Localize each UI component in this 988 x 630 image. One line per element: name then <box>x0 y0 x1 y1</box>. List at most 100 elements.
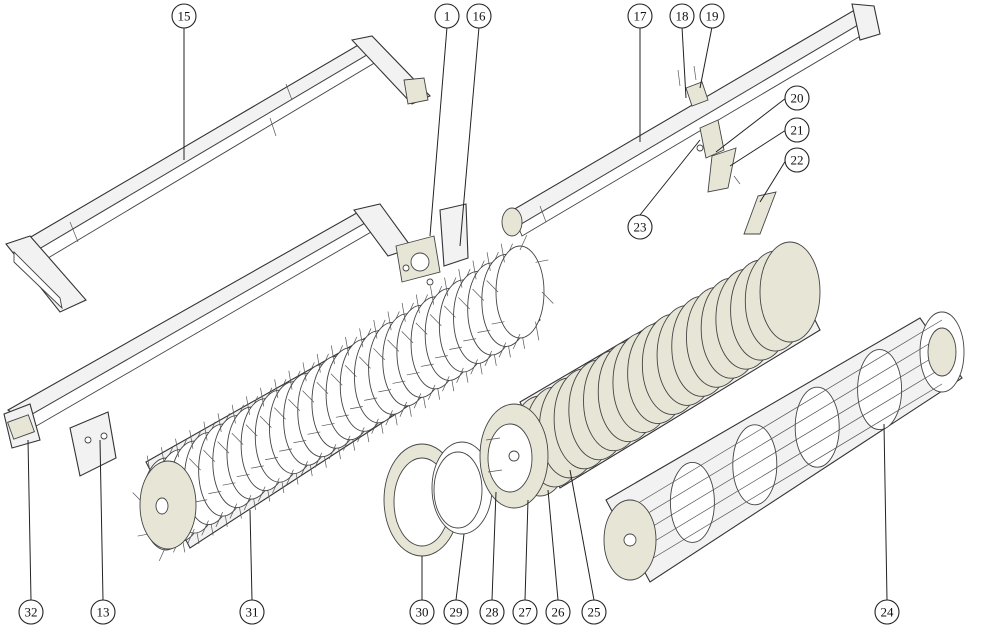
spike-tooth <box>358 356 371 369</box>
frame-32 <box>3 203 469 477</box>
svg-text:32: 32 <box>25 605 38 620</box>
spike-tooth <box>486 252 491 271</box>
spike-tooth <box>288 370 293 390</box>
spike-tooth <box>345 336 350 356</box>
callout-27: 27 <box>512 599 538 625</box>
spike-tooth <box>458 297 470 310</box>
callout-32: 32 <box>18 599 44 625</box>
svg-text:21: 21 <box>791 123 804 138</box>
spike-tooth <box>500 243 505 263</box>
spike-tooth <box>373 348 385 361</box>
spike-tooth <box>203 449 216 462</box>
spike-tooth <box>406 372 420 376</box>
spike-tooth <box>387 311 392 331</box>
spike-tooth <box>415 294 420 314</box>
spike-tooth <box>486 280 499 293</box>
spike-tooth <box>274 407 286 420</box>
spike-tooth <box>229 503 238 519</box>
leader-lines <box>27 26 888 601</box>
tube-17 <box>501 3 881 237</box>
spike-tooth <box>343 435 351 451</box>
spike-tooth <box>217 441 230 454</box>
spike-tooth <box>442 376 450 392</box>
callout-16: 16 <box>466 3 492 29</box>
callout-13: 13 <box>90 599 116 625</box>
spike-tooth <box>427 384 436 400</box>
spike-tooth <box>175 438 180 458</box>
spike-tooth <box>535 321 540 341</box>
roller-ring <box>759 241 821 343</box>
spike-tooth <box>430 285 434 305</box>
callout-23: 23 <box>627 214 653 240</box>
spike-tooth <box>420 363 434 367</box>
spike-tooth <box>231 404 236 424</box>
cage-bar <box>629 367 943 557</box>
spike-tooth <box>413 393 422 409</box>
cage-roller-24 <box>603 311 965 583</box>
spike-tooth <box>472 288 485 301</box>
callout-30: 30 <box>409 599 435 625</box>
svg-text:1: 1 <box>444 9 451 24</box>
svg-text:25: 25 <box>588 605 601 620</box>
spike-tooth <box>472 260 477 280</box>
spike-tooth <box>245 396 250 416</box>
spike-tooth <box>401 331 414 344</box>
spike-tooth <box>449 346 463 350</box>
spike-tooth <box>344 365 357 378</box>
spike-tooth <box>443 305 456 318</box>
spike-tooth <box>434 355 448 359</box>
spike-tooth <box>201 520 209 536</box>
callout-19: 19 <box>699 3 725 29</box>
spike-tooth <box>512 333 521 349</box>
callout-18: 18 <box>669 3 695 29</box>
spike-tooth <box>265 457 278 461</box>
spike-tooth <box>250 465 264 469</box>
spike-tooth <box>364 397 378 401</box>
cage-bar <box>629 319 943 509</box>
spike-tooth <box>288 398 301 411</box>
svg-text:19: 19 <box>706 9 719 24</box>
spike-tooth <box>349 406 363 410</box>
svg-text:22: 22 <box>791 153 804 168</box>
spike-tooth <box>373 319 378 339</box>
svg-text:18: 18 <box>676 9 689 24</box>
svg-text:31: 31 <box>246 605 259 620</box>
spike-tooth <box>387 339 400 352</box>
spike-tooth <box>215 511 223 528</box>
spike-tooth <box>222 482 236 486</box>
spike-tooth <box>316 353 321 373</box>
spike-tooth <box>498 342 507 358</box>
spike-tooth <box>385 410 393 426</box>
spike-tooth <box>335 414 349 418</box>
spike-tooth <box>328 444 337 460</box>
spike-tooth <box>541 291 554 304</box>
spike-tooth <box>470 359 478 375</box>
spike-tooth <box>330 373 343 386</box>
callout-17: 17 <box>627 3 653 29</box>
spiked-roller-31 <box>132 235 554 561</box>
spike-tooth <box>316 381 329 395</box>
svg-text:16: 16 <box>473 9 487 24</box>
callout-20: 20 <box>784 85 810 111</box>
svg-text:23: 23 <box>634 220 647 235</box>
svg-text:27: 27 <box>519 605 533 620</box>
callout-29: 29 <box>443 599 469 625</box>
spike-tooth <box>189 430 194 449</box>
spike-tooth <box>258 486 266 502</box>
callout-25: 25 <box>581 599 607 625</box>
spike-tooth <box>519 235 528 251</box>
spike-tooth <box>259 415 272 428</box>
svg-text:28: 28 <box>486 605 499 620</box>
spike-tooth <box>300 461 308 477</box>
spike-tooth <box>187 528 195 545</box>
spike-tooth <box>274 379 279 399</box>
callout-1: 1 <box>434 3 460 29</box>
callout-21: 21 <box>784 117 810 143</box>
ring-roller-25 <box>509 241 821 497</box>
spike-tooth <box>203 421 208 441</box>
spike-tooth <box>307 431 321 435</box>
spike-tooth <box>245 424 258 437</box>
cage-bar <box>629 335 943 525</box>
spike-tooth <box>260 387 265 407</box>
